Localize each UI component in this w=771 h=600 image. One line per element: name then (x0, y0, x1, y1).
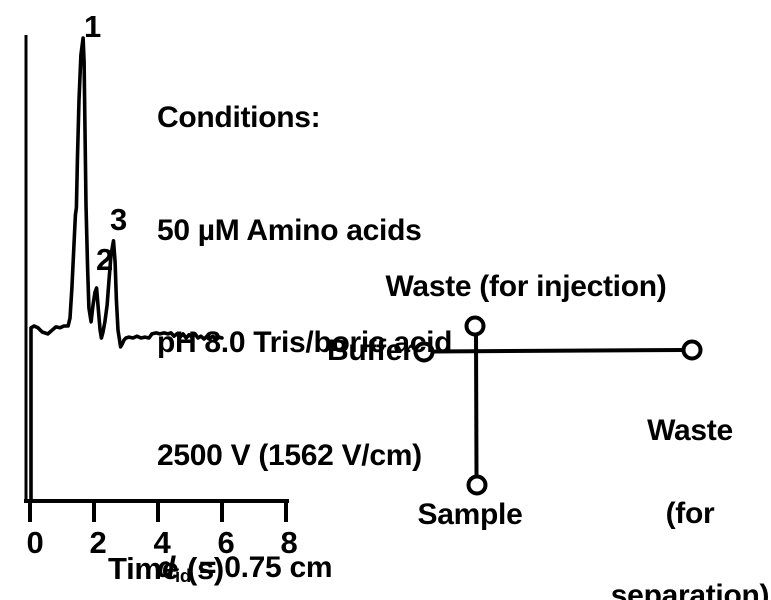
conditions-line-concentration: 50 µM Amino acids (157, 213, 422, 247)
waste-separation-label-line2: (for (665, 496, 715, 530)
waste-injection-label: Waste (for injection) (385, 270, 667, 303)
x-tick-label-2: 2 (89, 525, 107, 560)
peak-3-label: 3 (110, 202, 127, 237)
waste-separation-label-line1: Waste (647, 414, 733, 447)
d-subscript: id (175, 565, 191, 587)
conditions-line-buffer: pH 8.0 Tris/boric acid (157, 326, 453, 359)
peak-2-label: 2 (96, 242, 113, 277)
x-axis-title: Time (s) (108, 551, 224, 586)
separation-channel-line (432, 348, 684, 354)
waste-separation-label-line3: separation) (610, 579, 770, 600)
waste-separation-label: Waste (for separation) (610, 362, 770, 600)
conditions-block: Conditions: 50 µM Amino acids pH 8.0 Tri… (157, 24, 452, 600)
sample-label: Sample (417, 498, 523, 531)
x-tick-label-6: 6 (217, 525, 235, 560)
conditions-line-distance: did = 0.75 cm (157, 549, 452, 595)
waste-injection-reservoir-node (464, 315, 486, 337)
sample-reservoir-node (466, 474, 488, 496)
d-symbol: d (157, 551, 176, 584)
x-tick-label-0: 0 (26, 525, 44, 560)
buffer-reservoir-node (413, 341, 435, 363)
conditions-line-voltage: 2500 V (1562 V/cm) (157, 438, 422, 472)
x-axis-ticks (28, 501, 288, 522)
x-tick-label-4: 4 (153, 525, 171, 560)
waste-separation-reservoir-node (681, 339, 703, 361)
buffer-label: Buffer (327, 334, 414, 367)
peak-1-label: 1 (84, 9, 101, 44)
electropherogram-trace (29, 36, 224, 503)
injection-channel-line (474, 333, 479, 478)
x-tick-label-8: 8 (280, 525, 298, 560)
conditions-title: Conditions: (157, 101, 321, 134)
d-value: = 0.75 cm (190, 551, 333, 584)
